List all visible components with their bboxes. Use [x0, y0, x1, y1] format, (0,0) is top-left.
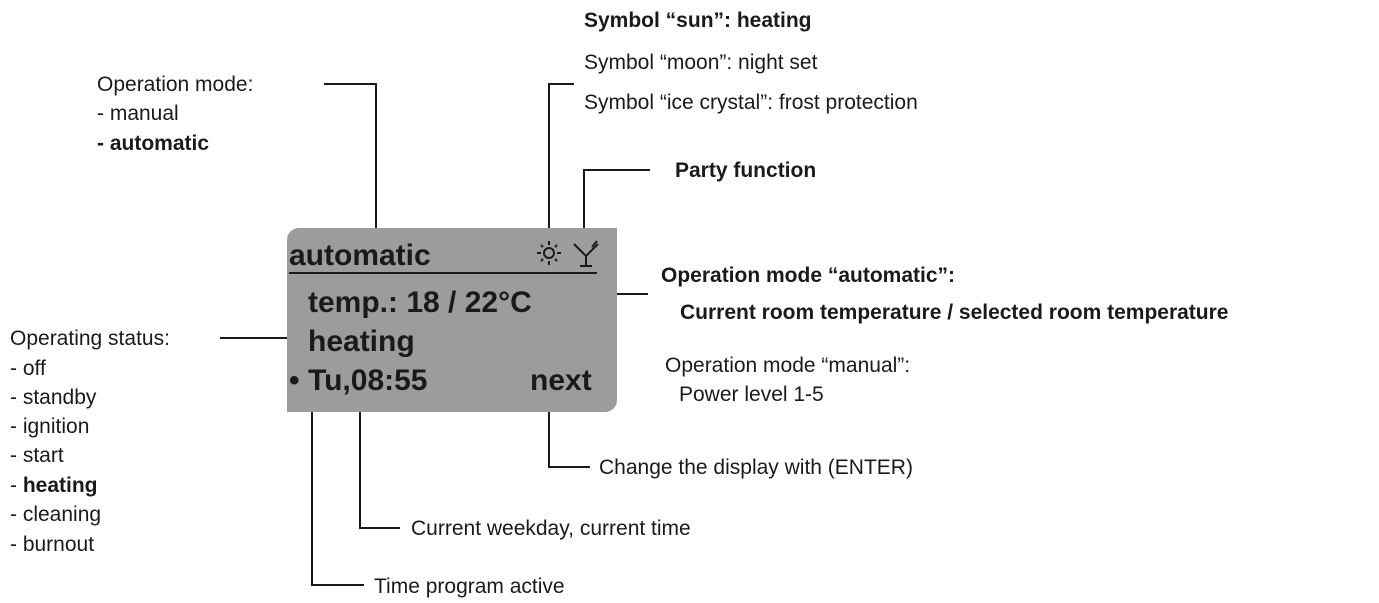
display-underline	[289, 272, 597, 274]
display-status: heating	[308, 325, 415, 358]
operation-mode-option: manual	[97, 99, 179, 128]
manual-mode-text: Power level 1-5	[679, 383, 824, 406]
line-weekday	[359, 412, 400, 529]
weekday-label: Current weekday, current time	[411, 517, 691, 540]
display-mode: automatic	[289, 239, 431, 272]
display-day-time: Tu,08:55	[308, 364, 428, 397]
manual-mode-title: Operation mode “manual”:	[665, 354, 911, 377]
symbol-ice-label: Symbol “ice crystal”: frost protection	[584, 91, 918, 114]
symbol-sun-label: Symbol “sun”: heating	[584, 9, 812, 32]
symbol-moon-label: Symbol “moon”: night set	[584, 51, 818, 74]
sun-icon	[537, 241, 561, 265]
display-panel	[287, 228, 617, 412]
operation-mode-option-active: automatic	[97, 129, 209, 158]
display-bullet: •	[289, 364, 300, 397]
line-enter	[548, 412, 590, 468]
operating-status-option: cleaning	[10, 500, 101, 529]
time-program-label: Time program active	[374, 575, 565, 598]
operating-status-title: Operating status:	[10, 327, 170, 350]
display-temperature: temp.: 18 / 22°C	[308, 286, 532, 319]
operating-status-option: start	[10, 441, 64, 470]
operating-status-option: ignition	[10, 412, 90, 441]
line-party	[583, 169, 650, 228]
auto-mode-text: Current room temperature / selected room…	[680, 301, 1229, 324]
line-operation-mode	[324, 83, 377, 228]
auto-mode-title: Operation mode “automatic”:	[661, 264, 956, 287]
operating-status-option: standby	[10, 383, 97, 412]
line-symbols	[548, 83, 574, 228]
operating-status-option: burnout	[10, 530, 94, 559]
line-time-program	[311, 412, 364, 586]
display-next-button[interactable]: next	[530, 364, 592, 397]
operating-status-active-label: heating	[22, 474, 98, 497]
operating-status-option-active: - heating	[10, 474, 98, 497]
cocktail-icon	[573, 240, 599, 267]
operating-status-option: off	[10, 354, 46, 383]
enter-label: Change the display with (ENTER)	[599, 456, 913, 479]
operation-mode-title: Operation mode:	[97, 73, 254, 96]
party-function-label: Party function	[675, 159, 817, 182]
